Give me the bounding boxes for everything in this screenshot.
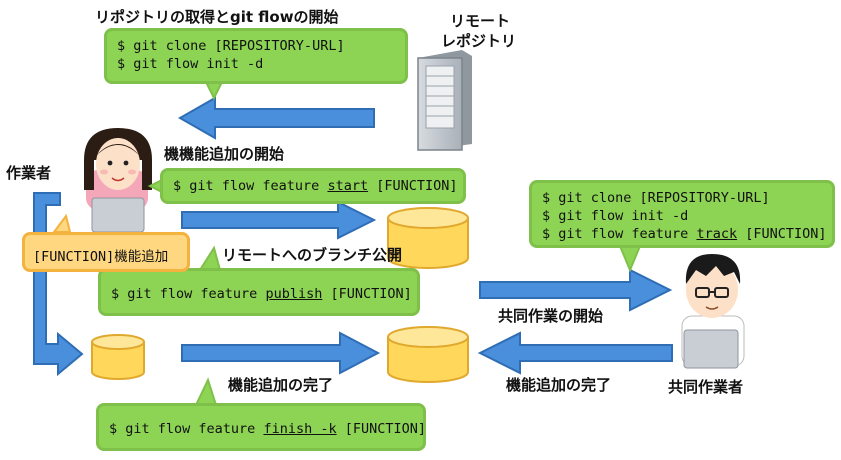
collab-worker-label: 共同作業者	[668, 378, 744, 396]
collab-start-label: 共同作業の開始	[498, 307, 604, 325]
arrow-server-to-worker	[177, 96, 375, 140]
clone-title: リポジトリの取得とgit flowの開始	[95, 8, 339, 26]
function-note: [FUNCTION]機能追加	[22, 232, 190, 272]
start-cmd-prefix: $ git flow feature	[173, 178, 328, 194]
local-db-icon	[91, 334, 145, 380]
collab-cmd-line1: $ git clone [REPOSITORY-URL]	[542, 190, 770, 206]
worker-label: 作業者	[6, 164, 52, 182]
bubble-tail-publish	[198, 245, 222, 271]
collab-command-bubble: $ git clone [REPOSITORY-URL] $ git flow …	[529, 180, 835, 248]
remote-label-line1: リモート	[450, 12, 511, 30]
publish-cmd-keyword: publish	[265, 286, 323, 302]
bubble-tail-finish	[194, 377, 218, 406]
finish-cmd-suffix: [FUNCTION]	[336, 421, 426, 437]
arrow-finish-to-db	[181, 331, 381, 375]
feature-start-bubble: $ git flow feature start [FUNCTION]	[160, 168, 466, 204]
collab-cmd3-suffix: [FUNCTION]	[737, 226, 827, 242]
server-icon	[417, 50, 472, 151]
collab-cmd-line3: $ git flow feature track [FUNCTION]	[542, 225, 826, 243]
clone-cmd-line2: $ git flow init -d	[117, 56, 264, 72]
note-tail-function	[52, 213, 72, 233]
worker-avatar	[84, 128, 152, 233]
arrow-publish-to-collab	[479, 268, 673, 312]
publish-cmd-suffix: [FUNCTION]	[322, 286, 412, 302]
develop-db-icon	[387, 326, 469, 383]
finish-label-left: 機能追加の完了	[228, 376, 334, 394]
feature-branch-db-icon	[387, 207, 469, 269]
finish-command-bubble: $ git flow feature finish -k [FUNCTION]	[96, 403, 426, 451]
finish-cmd-prefix: $ git flow feature	[109, 421, 264, 437]
start-cmd-keyword: start	[327, 178, 369, 194]
collab-cmd3-prefix: $ git flow feature	[542, 226, 697, 242]
publish-cmd-prefix: $ git flow feature	[111, 286, 266, 302]
arrow-to-feature-db	[181, 200, 377, 240]
finish-cmd-keyword: finish -k	[263, 421, 337, 437]
publish-title: リモートへのブランチ公開	[222, 246, 403, 264]
collab-cmd-line2: $ git flow init -d	[542, 208, 689, 224]
bubble-tail-collab	[618, 245, 642, 273]
bubble-tail-clone	[204, 81, 224, 101]
collab-cmd3-keyword: track	[696, 226, 738, 242]
arrow-collab-to-db	[477, 331, 673, 375]
clone-command-bubble: $ git clone [REPOSITORY-URL] $ git flow …	[104, 28, 408, 84]
arrow-worker-loop	[33, 192, 84, 377]
start-cmd-suffix: [FUNCTION]	[368, 178, 458, 194]
finish-label-right: 機能追加の完了	[506, 376, 612, 394]
publish-command-bubble: $ git flow feature publish [FUNCTION]	[98, 268, 420, 316]
clone-cmd-line1: $ git clone [REPOSITORY-URL]	[117, 38, 345, 54]
collaborator-avatar	[681, 254, 745, 369]
feature-start-title: 機機能追加の開始	[164, 145, 285, 163]
remote-label-line2: レポジトリ	[441, 32, 517, 50]
